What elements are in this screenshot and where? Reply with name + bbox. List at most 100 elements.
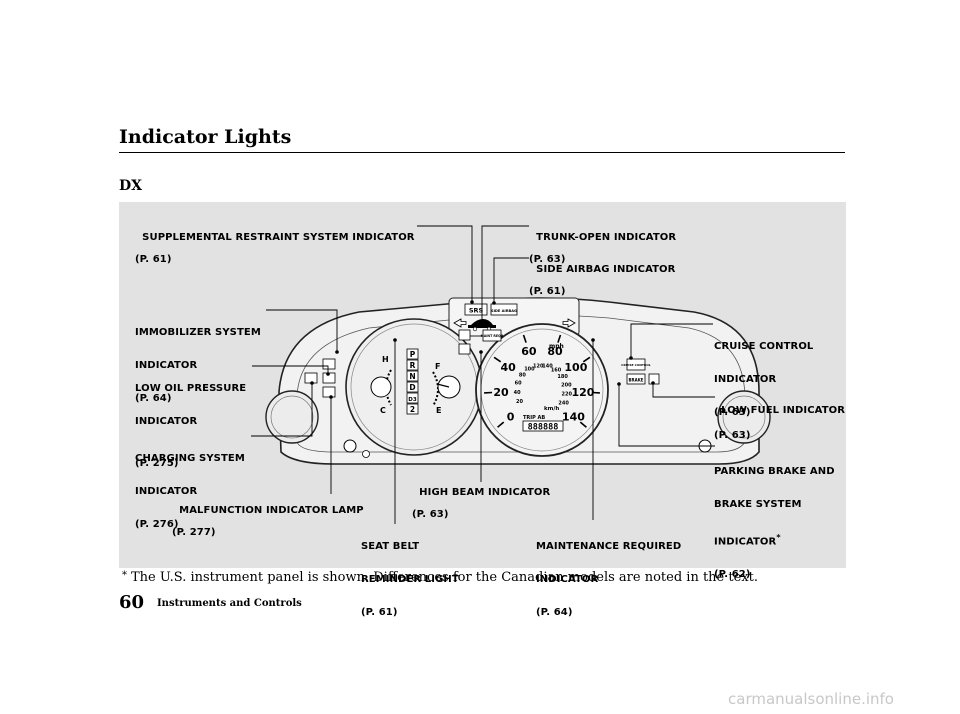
- fuel-needle: [436, 383, 450, 388]
- fuel-full-label: F: [435, 362, 440, 371]
- dimmer-knob: [343, 439, 357, 453]
- label-maintenance-line2: INDICATOR: [536, 574, 599, 585]
- label-cruise: CRUISE CONTROL INDICATOR (P. 63): [714, 319, 813, 429]
- right-indicator-ring-inner: [722, 395, 766, 439]
- label-immobilizer-line2: INDICATOR: [135, 360, 198, 371]
- label-srs: SUPPLEMENTAL RESTRAINT SYSTEM INDICATOR …: [135, 221, 415, 276]
- odometer-display: [522, 420, 564, 432]
- cluster-inner-edge: [296, 314, 746, 453]
- label-srs-ref: (P. 61): [135, 254, 172, 265]
- label-parking-brake: PARKING BRAKE AND BRAKE SYSTEM INDICATOR…: [714, 444, 835, 591]
- speedometer: [475, 323, 609, 457]
- side-airbag-lamp-text: SIDE AIRBAG: [491, 309, 517, 313]
- mil-lamp: [322, 386, 336, 398]
- page-number: 60: [119, 592, 145, 613]
- label-maintenance-ref: (P. 64): [536, 607, 573, 618]
- watermark: carmanualsonline.info: [728, 690, 894, 708]
- reset-knob: [362, 450, 370, 458]
- mph-label-20: 20: [493, 386, 509, 399]
- charging-lamp: [304, 372, 318, 384]
- title-rule: [119, 152, 845, 153]
- mph-unit-label: mph: [549, 343, 564, 350]
- leader-lines: [251, 225, 715, 524]
- mph-tick-100: [582, 356, 591, 363]
- label-immobilizer-line1: IMMOBILIZER SYSTEM: [135, 327, 261, 338]
- label-cruise-line2: INDICATOR: [714, 374, 777, 385]
- label-cruise-ref: (P. 63): [714, 407, 751, 418]
- cruise-lamp-text: CRUISE CONTROL: [621, 363, 650, 367]
- kmh-label-60: 60: [515, 381, 522, 387]
- mph-tick-80: [557, 334, 562, 343]
- label-high-beam-ref: (P. 63): [412, 509, 449, 520]
- instrument-cluster-illustration: SRS SIDE AIRBAG CRUISE CONTROL BRAKE H C…: [251, 225, 771, 524]
- fuel-empty-label: E: [436, 406, 441, 415]
- gear-box-d: [406, 381, 419, 393]
- label-low-fuel-name: LOW FUEL INDICATOR: [721, 405, 846, 416]
- label-charging-line2: INDICATOR: [135, 486, 198, 497]
- kmh-label-120: 120: [533, 363, 544, 369]
- footnote-marker-ref: *: [776, 533, 781, 542]
- left-turn-icon: [453, 318, 467, 328]
- mph-tick-0: [497, 421, 505, 428]
- srs-lamp-text: SRS: [469, 307, 484, 315]
- label-trunk-ref: (P. 63): [529, 254, 566, 265]
- trip-label: TRIP AB: [523, 415, 545, 421]
- label-mil-name: MALFUNCTION INDICATOR LAMP: [179, 505, 364, 516]
- mph-tick-60: [522, 334, 527, 343]
- footnote-text: The U.S. instrument panel is shown. Diff…: [131, 570, 758, 585]
- mph-label-120: 120: [571, 386, 594, 399]
- seat-belt-lamp: [458, 329, 471, 341]
- label-immobilizer-ref: (P. 64): [135, 393, 172, 404]
- label-parking-line3: INDICATOR: [714, 536, 777, 548]
- label-charging-line1: CHARGING SYSTEM: [135, 453, 245, 464]
- mph-label-40: 40: [500, 361, 516, 374]
- mph-label-60: 60: [521, 345, 537, 358]
- label-high-beam-name: HIGH BEAM INDICATOR: [419, 487, 551, 498]
- gear-box-p: [406, 348, 419, 360]
- gear-label-d3: D3: [408, 397, 417, 403]
- label-charging-ref: (P. 276): [135, 519, 179, 530]
- gear-label-2: 2: [410, 405, 415, 414]
- immobilizer-lamp: [322, 358, 336, 370]
- gear-box-d3: [406, 392, 419, 404]
- kmh-label-140: 140: [542, 364, 553, 370]
- section-name: Instruments and Controls: [157, 598, 302, 609]
- side-airbag-lamp: [490, 303, 518, 316]
- brake-lamp-text: BRAKE: [628, 378, 643, 383]
- mph-label-0: 0: [507, 410, 515, 423]
- label-cruise-line1: CRUISE CONTROL: [714, 341, 814, 352]
- mph-tick-140: [579, 421, 587, 428]
- label-trunk-name: TRUNK-OPEN INDICATOR: [536, 232, 677, 243]
- gear-label-n: N: [409, 372, 415, 381]
- page-title: Indicator Lights: [119, 126, 292, 148]
- mph-label-100: 100: [564, 361, 587, 374]
- kmh-label-240: 240: [558, 401, 569, 407]
- mph-label-140: 140: [562, 410, 585, 423]
- label-seat-belt-line2: REMINDER LIGHT: [361, 574, 459, 585]
- label-srs-name: SUPPLEMENTAL RESTRAINT SYSTEM INDICATOR: [142, 232, 415, 243]
- srs-lamp: [464, 303, 488, 316]
- kmh-label-220: 220: [562, 392, 573, 398]
- label-parking-line2: BRAKE SYSTEM: [714, 499, 802, 510]
- label-mil-ref: (P. 277): [172, 527, 216, 538]
- maint-lamp: [482, 329, 502, 342]
- cruise-lamp: [626, 358, 646, 371]
- label-charging: CHARGING SYSTEM INDICATOR (P. 276): [135, 431, 245, 541]
- variant-heading: DX: [119, 178, 143, 194]
- kmh-label-180: 180: [557, 374, 568, 380]
- label-oil-ref: (P. 275): [135, 458, 179, 469]
- label-parking-ref: (P. 62): [714, 569, 751, 581]
- gear-box-r: [406, 359, 419, 371]
- gear-label-r: R: [410, 361, 416, 370]
- right-turn-icon: [562, 318, 576, 328]
- odometer-digits: 888888: [528, 423, 559, 433]
- footnote: *The U.S. instrument panel is shown. Dif…: [122, 570, 758, 585]
- label-maintenance: MAINTENANCE REQUIRED INDICATOR (P. 64): [536, 519, 681, 629]
- label-parking-line1: PARKING BRAKE AND: [714, 466, 835, 477]
- label-maintenance-line1: MAINTENANCE REQUIRED: [536, 541, 682, 552]
- label-oil-line2: INDICATOR: [135, 416, 198, 427]
- label-low-fuel-ref: (P. 63): [714, 430, 751, 441]
- kmh-label-100: 100: [524, 366, 535, 372]
- gear-label-d: D: [409, 383, 415, 392]
